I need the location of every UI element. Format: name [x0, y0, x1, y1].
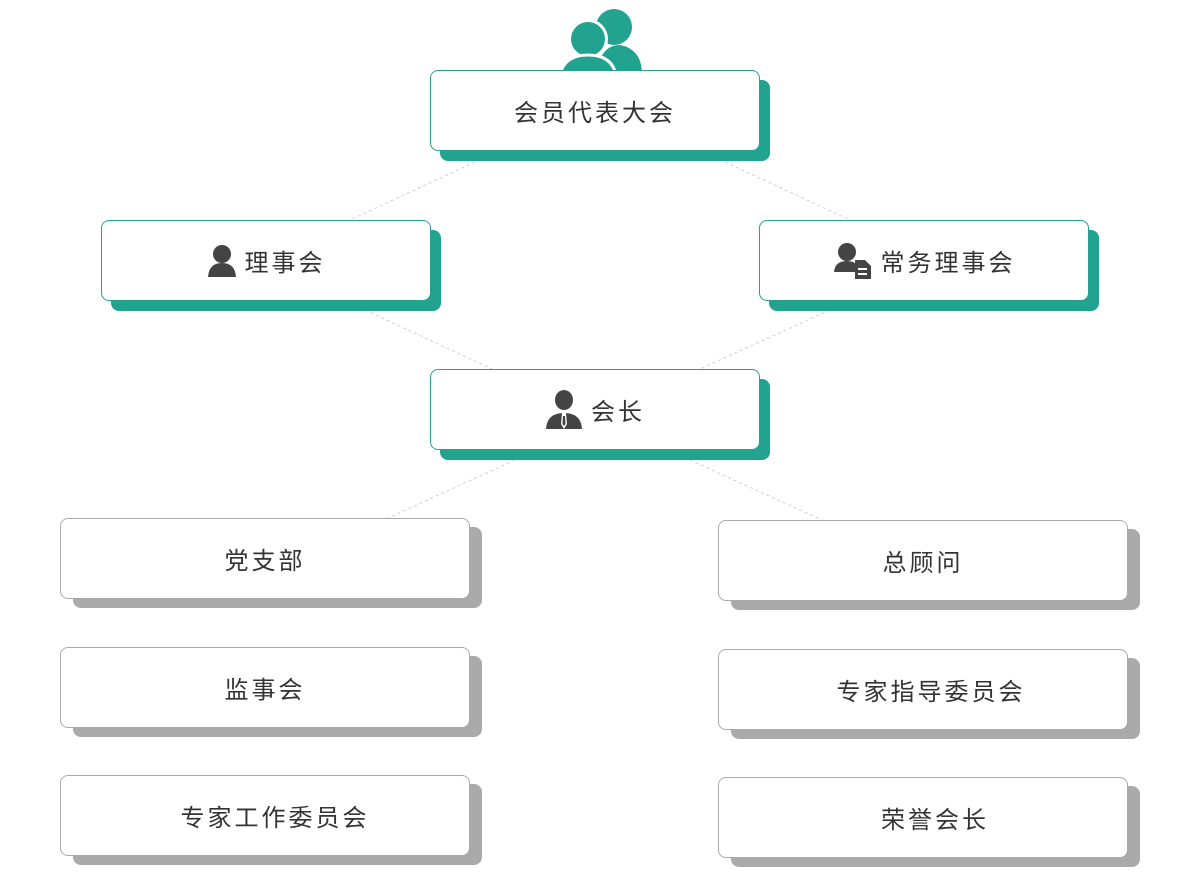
- node-expert-work-committee[interactable]: 专家工作委员会: [60, 775, 482, 865]
- node-label: 专家工作委员会: [180, 804, 370, 832]
- node-general-advisor[interactable]: 总顾问: [718, 520, 1140, 610]
- node-label: 常务理事会: [880, 249, 1016, 277]
- person-icon: [207, 244, 237, 278]
- node-label: 党支部: [224, 547, 306, 575]
- node-standing-council[interactable]: 常务理事会: [759, 220, 1099, 311]
- node-expert-guidance-committee[interactable]: 专家指导委员会: [718, 649, 1140, 739]
- node-label: 理事会: [244, 249, 326, 277]
- members-group-icon: [556, 5, 646, 79]
- node-honorary-president[interactable]: 荣誉会长: [718, 777, 1140, 867]
- node-council[interactable]: 理事会: [101, 220, 441, 311]
- node-president[interactable]: 会长: [430, 369, 770, 460]
- businessman-icon: [545, 389, 583, 431]
- node-congress[interactable]: 会员代表大会: [430, 70, 770, 161]
- node-label: 会长: [591, 398, 645, 426]
- node-label: 总顾问: [882, 549, 964, 577]
- node-label: 专家指导委员会: [836, 678, 1026, 706]
- node-label: 荣誉会长: [881, 806, 989, 834]
- person-document-icon: [833, 242, 873, 280]
- node-label: 会员代表大会: [514, 99, 676, 127]
- node-label: 监事会: [224, 676, 306, 704]
- node-party-branch[interactable]: 党支部: [60, 518, 482, 608]
- node-supervisory-board[interactable]: 监事会: [60, 647, 482, 737]
